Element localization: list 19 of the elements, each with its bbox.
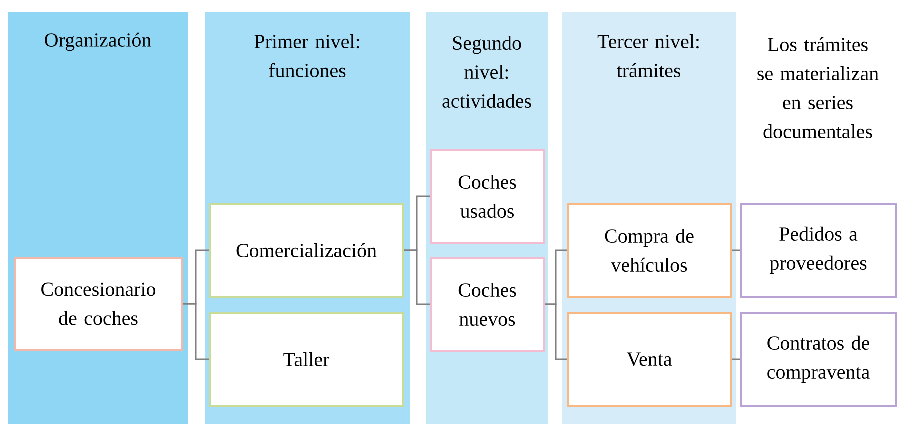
- column-heading: Tercer nivel: trámites: [598, 34, 699, 78]
- connector-line: [183, 303, 209, 360]
- text-box: Concesionario de coches: [14, 257, 183, 351]
- text-box: Coches nuevos: [430, 257, 545, 352]
- text-box: Taller: [209, 312, 404, 407]
- text-box: Venta: [567, 312, 732, 407]
- column-heading: Los trámites se materializan en series documentales: [758, 37, 879, 139]
- text-box: Comercialización: [209, 203, 404, 298]
- connector-line: [545, 304, 567, 360]
- column-heading: Organización: [45, 32, 152, 52]
- text-box: Coches usados: [430, 149, 545, 244]
- column-heading: Primer nivel: funciones: [254, 34, 360, 78]
- column-heading: Segundo nivel: actividades: [442, 36, 532, 108]
- connector-line: [404, 250, 430, 306]
- connector-line: [732, 250, 740, 252]
- text-box: Contratos de compraventa: [740, 312, 897, 407]
- connector-line: [732, 358, 740, 360]
- text-box: Pedidos a proveedores: [740, 203, 897, 298]
- text-box: Compra de vehículos: [567, 203, 732, 298]
